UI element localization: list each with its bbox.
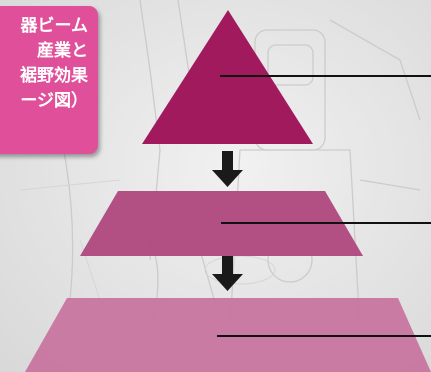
arrow-down-icon: [212, 256, 243, 291]
title-line-1: 器ビーム: [20, 16, 89, 36]
title-box: 器ビーム 産業と 裾野効果 ージ図）: [0, 6, 98, 154]
arrow-down-icon: [212, 151, 243, 187]
title-line-3: 裾野効果: [20, 66, 88, 86]
title-line-2: 産業と: [37, 41, 88, 61]
title-line-4: ージ図）: [20, 91, 88, 111]
